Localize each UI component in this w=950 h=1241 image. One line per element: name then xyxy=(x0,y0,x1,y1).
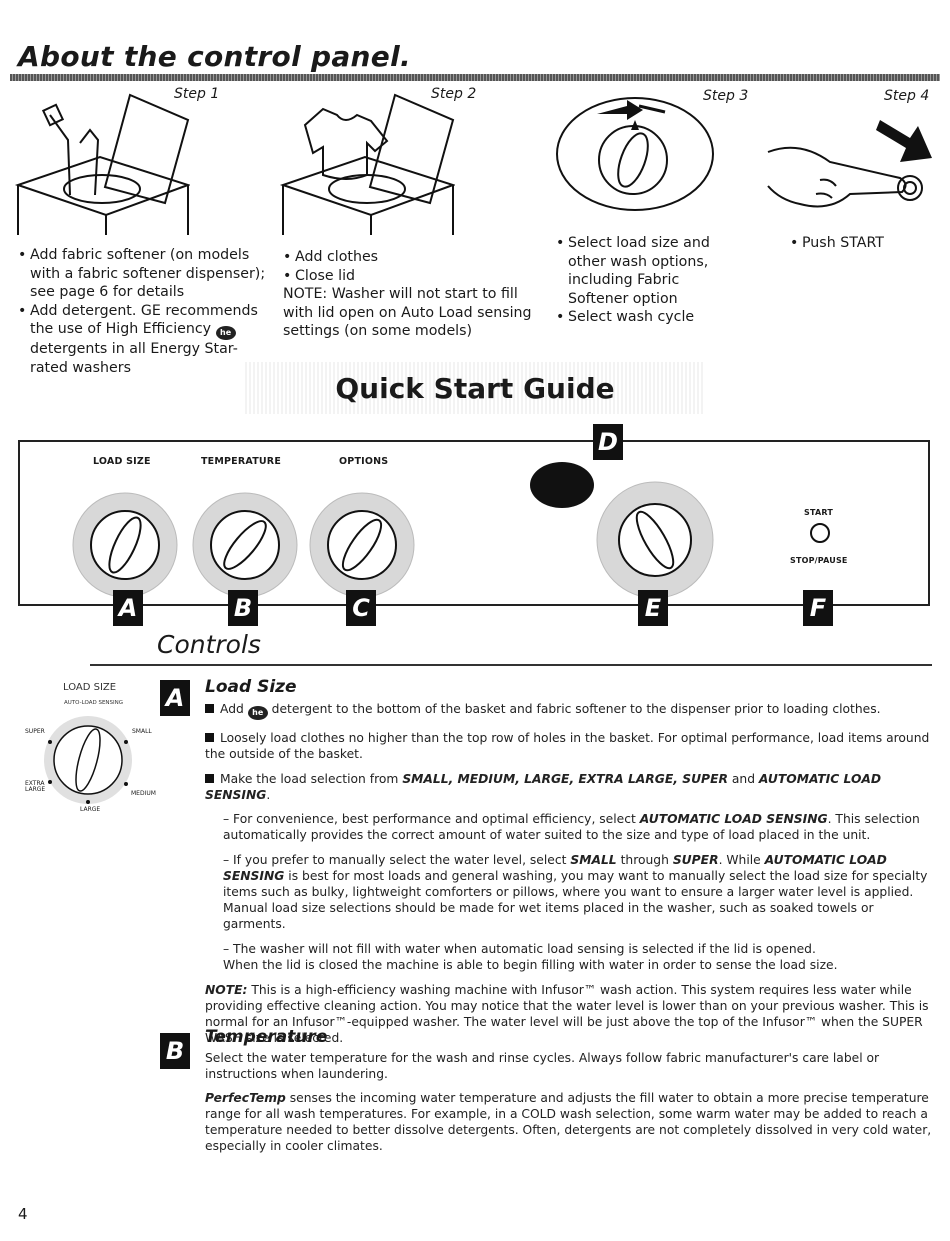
start-label: START xyxy=(804,508,834,517)
dial-medium: MEDIUM xyxy=(131,790,156,797)
he-logo-icon: he xyxy=(247,706,268,720)
step-4-instructions: •Push START xyxy=(790,235,884,251)
callout-e: E xyxy=(638,590,668,626)
dial-title: LOAD SIZE xyxy=(63,682,117,693)
stop-pause-label: STOP/PAUSE xyxy=(790,556,848,565)
load-size-body: Add he detergent to the bottom of the ba… xyxy=(205,702,930,1045)
control-panel-diagram xyxy=(18,440,930,606)
load-size-heading: Load Size xyxy=(205,677,297,697)
section-a-badge: A xyxy=(160,680,190,716)
temperature-knob[interactable] xyxy=(190,490,300,600)
step-2-instructions: •Add clothes •Close lid NOTE: Washer wil… xyxy=(283,249,532,339)
he-logo-icon: he xyxy=(215,326,236,340)
title-rule xyxy=(10,74,940,81)
panel-label-options: OPTIONS xyxy=(339,456,389,467)
washer-dispenser-illustration xyxy=(14,93,190,235)
panel-label-temperature: TEMPERATURE xyxy=(201,456,282,467)
quick-start-heading: Quick Start Guide xyxy=(245,362,705,414)
page-number: 4 xyxy=(18,1205,28,1223)
dial-super: SUPER xyxy=(25,728,45,735)
options-knob[interactable] xyxy=(307,490,417,600)
washer-clothes-illustration xyxy=(279,93,455,235)
callout-f: F xyxy=(803,590,833,626)
callout-b: B xyxy=(228,590,258,626)
load-size-knob[interactable] xyxy=(70,490,180,600)
controls-title: Controls xyxy=(157,630,261,659)
callout-d: D xyxy=(593,424,623,460)
step-3-label: Step 3 xyxy=(703,88,749,104)
load-size-dial-icon xyxy=(44,716,132,804)
hand-push-illustration xyxy=(767,120,932,208)
cycle-knob[interactable] xyxy=(595,480,715,600)
temperature-heading: Temperature xyxy=(205,1027,328,1047)
section-b-badge: B xyxy=(160,1033,190,1069)
step-2-label: Step 2 xyxy=(431,86,477,102)
dial-small: SMALL xyxy=(132,728,152,735)
status-light xyxy=(530,462,594,508)
start-stop-button[interactable] xyxy=(810,523,830,543)
controls-rule xyxy=(90,664,932,666)
page-title: About the control panel. xyxy=(18,40,411,73)
step-4-label: Step 4 xyxy=(884,88,930,104)
callout-c: C xyxy=(346,590,376,626)
step-3-instructions: •Select load size and other wash options… xyxy=(556,235,710,325)
panel-label-load-size: LOAD SIZE xyxy=(93,456,151,467)
step-1-instructions: •Add fabric softener (on models with a f… xyxy=(18,247,266,376)
temperature-body: Select the water temperature for the was… xyxy=(205,1051,932,1153)
knob-turn-illustration xyxy=(556,97,714,211)
step-1-label: Step 1 xyxy=(174,86,220,102)
callout-a: A xyxy=(113,590,143,626)
dial-large: LARGE xyxy=(80,806,101,813)
dial-subtitle: AUTO-LOAD SENSING xyxy=(64,700,124,706)
